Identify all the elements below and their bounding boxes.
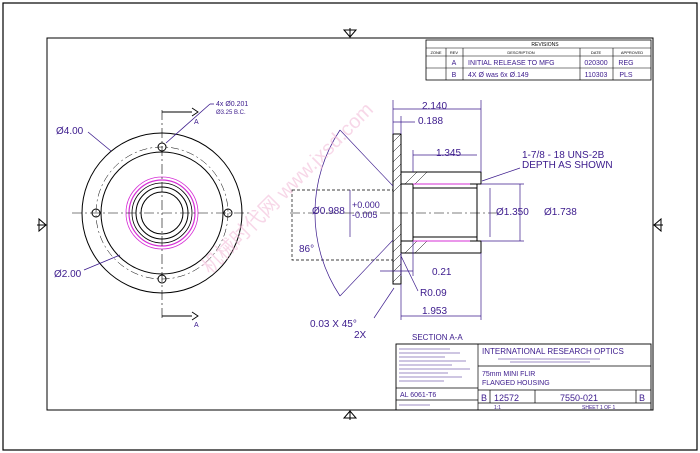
rev-header-description: DESCRIPTION <box>507 50 534 55</box>
watermark: 机械时代网 www.jxsd.com <box>197 98 377 278</box>
rev-row-approved: PLS <box>619 72 633 79</box>
pilot-step <box>400 183 414 242</box>
dim-bore: Ø1.350 <box>496 207 529 218</box>
chamfer-count: 2X <box>354 330 367 341</box>
rev-row-date: 110303 <box>585 72 608 79</box>
dim-overall-length: 2.140 <box>422 101 447 112</box>
hub-dia-label: Ø2.00 <box>54 269 82 280</box>
tb-company: INTERNATIONAL RESEARCH OPTICS <box>482 347 624 356</box>
body-top-wall <box>400 171 482 185</box>
rev-row-description: 4X Ø was 6x Ø.149 <box>468 72 529 79</box>
section-cut-line <box>162 107 199 321</box>
pilot-hidden-outline <box>291 189 394 261</box>
tb-rev: B <box>639 393 645 403</box>
bolt-circle <box>95 146 229 280</box>
tb-size: B <box>481 393 487 403</box>
rev-row-date: 020300 <box>584 60 607 67</box>
front-centerlines <box>72 110 252 318</box>
tb-sheet: SHEET 1 OF 1 <box>582 405 615 411</box>
flange-wall <box>392 133 402 285</box>
section-view: 2.140 0.188 1.345 1-7/8 - 18 UNS-2B DEPT… <box>290 100 613 342</box>
rev-header-date: DATE <box>591 50 602 55</box>
rev-row-approved: REG <box>618 60 633 67</box>
rev-row-letter: A <box>452 60 457 67</box>
tb-dwg-no: 7550-021 <box>560 393 598 403</box>
tb-title-line1: 75mm MINI FLIR <box>482 371 535 378</box>
tb-scale: 1:1 <box>494 405 501 411</box>
thread-lines <box>413 183 470 242</box>
rev-header-zone: ZONE <box>430 50 441 55</box>
rev-row-letter: B <box>452 72 457 79</box>
dim-flange: 0.188 <box>418 116 443 127</box>
chamfer-label: 0.03 X 45° <box>310 319 357 330</box>
bolt-callout-line1: 4x Ø0.201 <box>216 101 248 108</box>
tb-notes <box>399 348 470 406</box>
hub-dia-leader <box>83 254 121 271</box>
rev-header-rev: REV <box>450 50 459 55</box>
tb-cage-code: 12572 <box>494 393 519 403</box>
angle-label: 86° <box>299 244 314 255</box>
front-view: A A 4x Ø0.201 Ø3.25 B.C. Ø4.00 Ø2.00 <box>54 101 252 329</box>
outer-dia-label: Ø4.00 <box>56 126 84 137</box>
tb-material: AL 6061-T6 <box>400 392 436 399</box>
rev-row-description: INITIAL RELEASE TO MFG <box>468 60 555 67</box>
section-hatch <box>392 133 428 283</box>
dim-body: 1.953 <box>422 306 447 317</box>
section-letter-bottom: A <box>194 322 199 329</box>
thread-note-line1: 1-7/8 - 18 UNS-2B <box>522 150 605 161</box>
dim-step: 0.21 <box>432 267 452 278</box>
revisions-title: REVISIONS <box>531 42 559 48</box>
section-letter-top: A <box>194 119 199 126</box>
bolt-callout-line2: Ø3.25 B.C. <box>216 110 246 116</box>
section-label: SECTION A-A <box>412 333 463 342</box>
thread-note-leader <box>481 167 521 182</box>
angle-arc <box>314 129 341 297</box>
dim-pilot-tol-plus: +0.000 <box>352 200 380 210</box>
dim-pilot: Ø0.988 <box>312 206 345 217</box>
revision-block: REVISIONS ZONE REV DESCRIPTION DATE APPR… <box>425 39 652 81</box>
dim-bore-depth: 1.345 <box>436 148 461 159</box>
title-block: INTERNATIONAL RESEARCH OPTICS 75mm MINI … <box>395 343 652 411</box>
thread-note-line2: DEPTH AS SHOWN <box>522 160 613 171</box>
dim-pilot-tol-minus: -0.005 <box>352 210 378 220</box>
chamfer-leader <box>373 287 395 319</box>
outer-dia-leader <box>87 131 112 152</box>
bolt-callout-leader <box>165 103 211 144</box>
tb-title-line2: FLANGED HOUSING <box>482 380 550 387</box>
radius-label: R0.09 <box>420 288 447 299</box>
rev-header-approved: APPROVED <box>621 50 643 55</box>
radius-leader <box>400 255 419 292</box>
centering-marks <box>37 28 663 420</box>
dim-od: Ø1.738 <box>544 207 577 218</box>
